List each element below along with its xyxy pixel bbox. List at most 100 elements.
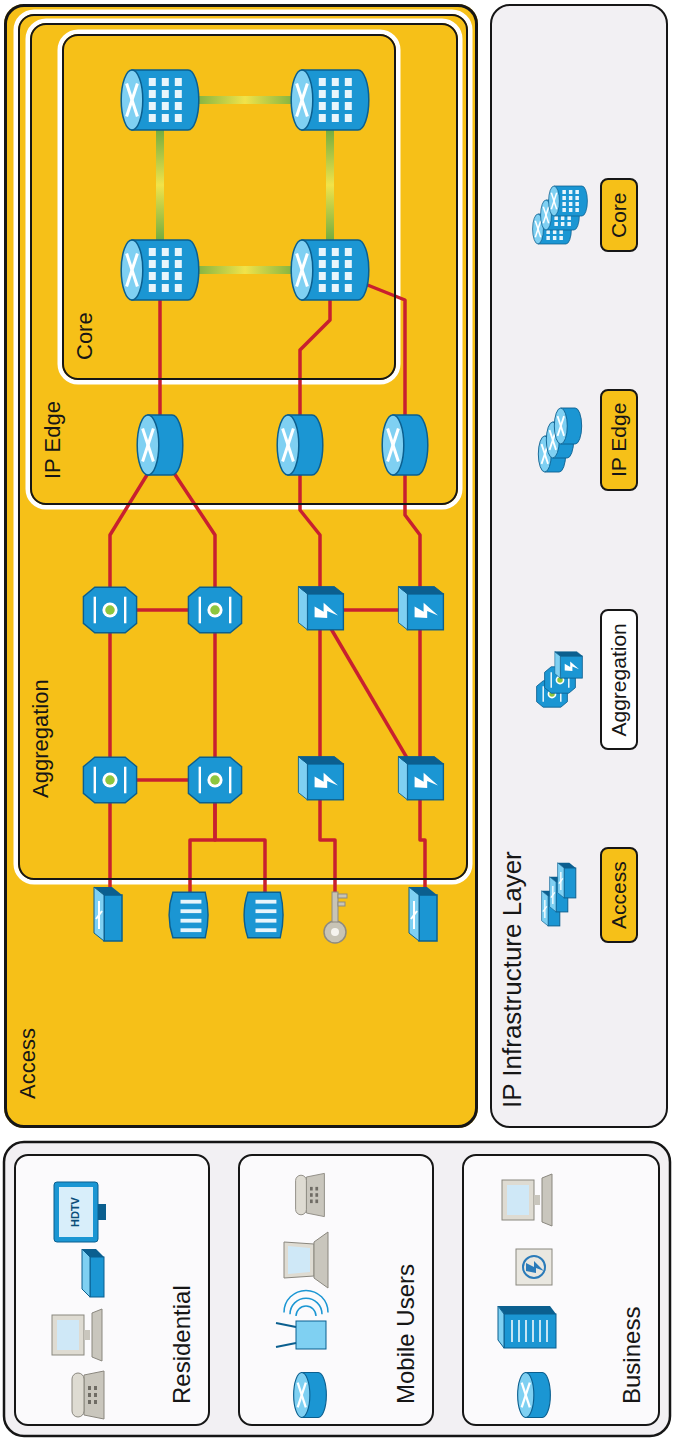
router-icon (522, 1383, 530, 1408)
laptop-icon (284, 1242, 314, 1278)
core-stack (543, 207, 548, 224)
core-router (332, 260, 339, 268)
layer-region: AggregationIP EdgeCore (18, 14, 468, 880)
core-stack (569, 190, 573, 194)
edge-router (143, 429, 154, 462)
access-dslam (181, 928, 202, 932)
access-point-icon (290, 1298, 322, 1314)
network-link (418, 610, 422, 780)
aggregation-stack (543, 686, 544, 701)
aggregation-router (83, 587, 136, 633)
aggregation-switch (398, 757, 443, 800)
core-router (175, 248, 182, 256)
access-dslam (169, 892, 208, 938)
core-stack (553, 230, 557, 234)
edge-router (388, 429, 399, 462)
access-stack (559, 878, 563, 883)
core-router (127, 254, 138, 287)
core-router (319, 90, 326, 98)
core-router (291, 70, 369, 130)
core-router (345, 284, 352, 292)
layer-label: Business (618, 1307, 646, 1404)
core-router (297, 254, 308, 287)
phone-icon (72, 1373, 84, 1417)
tv-icon (59, 1187, 93, 1237)
core-stack (569, 196, 573, 200)
core-router (319, 78, 326, 86)
core-router (127, 84, 138, 117)
pbx-icon (523, 1256, 545, 1278)
core-router (149, 260, 156, 268)
edge-router (283, 429, 294, 462)
access-dslam (244, 892, 283, 938)
access-dslam (256, 909, 277, 913)
phone-icon (94, 1386, 97, 1390)
core-stack (546, 236, 550, 240)
core-router (121, 70, 143, 130)
layer-label: IP Infrastructure Layer (498, 851, 528, 1108)
core-stack (561, 222, 565, 226)
edge-router (277, 415, 323, 475)
phone-icon (88, 1393, 91, 1397)
aggregation-switch (298, 587, 343, 594)
layer-region: IP EdgeCore (30, 23, 458, 505)
phone-icon (310, 1193, 313, 1197)
core-router (175, 272, 182, 280)
core-stack (562, 196, 566, 200)
pc-icon (92, 1309, 102, 1361)
pc-icon (57, 1320, 79, 1350)
core-router (175, 114, 182, 122)
aggregation-switch (398, 757, 443, 764)
core-stack (575, 190, 579, 194)
access-switch (96, 911, 102, 919)
pbx-icon (516, 1249, 552, 1285)
phone-icon (315, 1193, 318, 1197)
core-router (297, 254, 308, 287)
core-router (162, 90, 169, 98)
layer-label: Access (607, 861, 631, 929)
core-stack (562, 208, 566, 212)
access-switch (409, 887, 437, 895)
router-icon (294, 1373, 327, 1418)
core-stack (559, 230, 563, 234)
edge-router (388, 429, 399, 462)
access-stack (543, 906, 547, 911)
router-icon (294, 1373, 327, 1418)
server-icon (532, 1320, 534, 1342)
client-box: Business (462, 1154, 660, 1426)
aggregation-stack (555, 652, 583, 678)
core-router (175, 260, 182, 268)
edge-stack (554, 408, 581, 444)
pbx-icon (516, 1249, 552, 1285)
access-optical (338, 894, 347, 898)
aggregation-switch (398, 587, 443, 594)
core-router (319, 102, 326, 110)
core-router (345, 90, 352, 98)
access-point-icon (276, 1290, 328, 1349)
set-top-icon (82, 1249, 104, 1257)
edge-stack (558, 416, 564, 436)
access-switch (94, 887, 104, 941)
aggregation-switch (315, 603, 338, 618)
core-stack (549, 186, 560, 216)
core-router (162, 114, 169, 122)
core-stack (562, 190, 566, 194)
core-router (291, 70, 313, 130)
layer-icons (533, 186, 588, 926)
network-link (108, 610, 112, 780)
layer-region: Core (62, 34, 396, 380)
core-stack (535, 221, 540, 238)
aggregation-router (94, 767, 96, 794)
access-switch (419, 895, 437, 941)
aggregation-switch (298, 587, 343, 630)
aggregation-router (102, 772, 117, 787)
core-router (345, 272, 352, 280)
access-switch (94, 887, 122, 941)
edge-stack (554, 408, 567, 444)
core-stack (575, 202, 579, 206)
aggregation-switch (398, 587, 443, 630)
server-icon (546, 1320, 548, 1342)
core-stack (575, 196, 579, 200)
